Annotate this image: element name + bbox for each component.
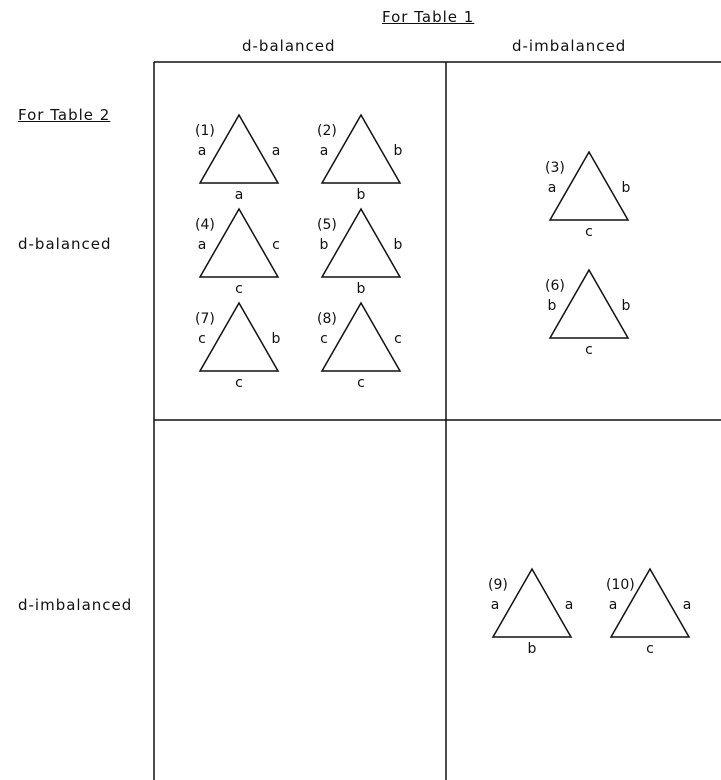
triangle-7-id-label: (7) [195,311,215,327]
triangle-2: (2) a b b [317,113,403,203]
triangle-1-bottom-label: a [235,187,244,203]
triangle-2-right-label: b [394,143,403,159]
triangle-2-id-label: (2) [317,123,337,139]
triangle-8-bottom-label: c [357,375,365,391]
triangle-7: (7) c b c [195,301,281,391]
triangle-9-right-label: a [565,597,574,613]
triangle-6-id-label: (6) [545,278,565,294]
triangle-9-bottom-label: b [528,641,537,657]
triangle-2-bottom-label: b [357,187,366,203]
triangle-1-id-label: (1) [195,123,215,139]
triangle-2-outline [320,113,402,184]
triangle-5-outline [320,207,402,278]
triangle-1-outline [198,113,280,184]
triangle-5-id-label: (5) [317,217,337,233]
triangle-10-bottom-label: c [646,641,654,657]
triangle-4-outline [198,207,280,278]
triangle-10-outline [609,567,691,638]
triangle-8: (8) c c c [317,301,402,391]
triangle-5-bottom-label: b [357,281,366,297]
triangle-8-id-label: (8) [317,311,337,327]
triangle-3-outline [548,150,630,221]
triangle-6-left-label: b [548,298,557,314]
triangle-3: (3) a b c [545,150,631,240]
triangle-5-left-label: b [320,237,329,253]
triangle-9-outline [491,567,573,638]
triangle-10-id-label: (10) [606,577,635,593]
table1-title: For Table 1 [382,8,475,26]
triangle-1-right-label: a [272,143,281,159]
triangle-4-bottom-label: c [235,281,243,297]
triangle-3-right-label: b [622,180,631,196]
triangle-4: (4) a c c [195,207,280,297]
triangle-8-left-label: c [320,331,328,347]
triangle-9-left-label: a [491,597,500,613]
triangle-10-right-label: a [683,597,692,613]
triangle-8-outline [320,301,402,372]
row-header-d-balanced: d-balanced [18,235,112,253]
triangle-6: (6) b b c [545,268,631,358]
triangle-9-id-label: (9) [488,577,508,593]
triangle-4-left-label: a [198,237,207,253]
row-header-d-imbalanced: d-imbalanced [18,596,133,614]
triangle-5-right-label: b [394,237,403,253]
triangle-3-left-label: a [548,180,557,196]
triangle-10-left-label: a [609,597,618,613]
triangle-1: (1) a a a [195,113,281,203]
triangle-3-bottom-label: c [585,224,593,240]
triangle-7-right-label: b [272,331,281,347]
triangle-6-right-label: b [622,298,631,314]
triangle-layer: (1) a a a (2) a b b (3) a b c (4) a c c (5) b b b (6) b b c (7) c… [195,113,692,657]
triangle-3-id-label: (3) [545,160,565,176]
triangle-5: (5) b b b [317,207,403,297]
table2-title: For Table 2 [18,106,111,124]
triangle-7-outline [198,301,280,372]
triangle-2-left-label: a [320,143,329,159]
triangle-7-left-label: c [198,331,206,347]
triangle-1-left-label: a [198,143,207,159]
triangle-10: (10) a a c [606,567,692,657]
triangle-6-outline [548,268,630,339]
triangle-9: (9) a a b [488,567,574,657]
triangle-8-right-label: c [394,331,402,347]
triangle-4-right-label: c [272,237,280,253]
triangle-4-id-label: (4) [195,217,215,233]
column-header-d-balanced: d-balanced [242,37,336,55]
column-header-d-imbalanced: d-imbalanced [512,37,627,55]
triangle-7-bottom-label: c [235,375,243,391]
triangle-6-bottom-label: c [585,342,593,358]
